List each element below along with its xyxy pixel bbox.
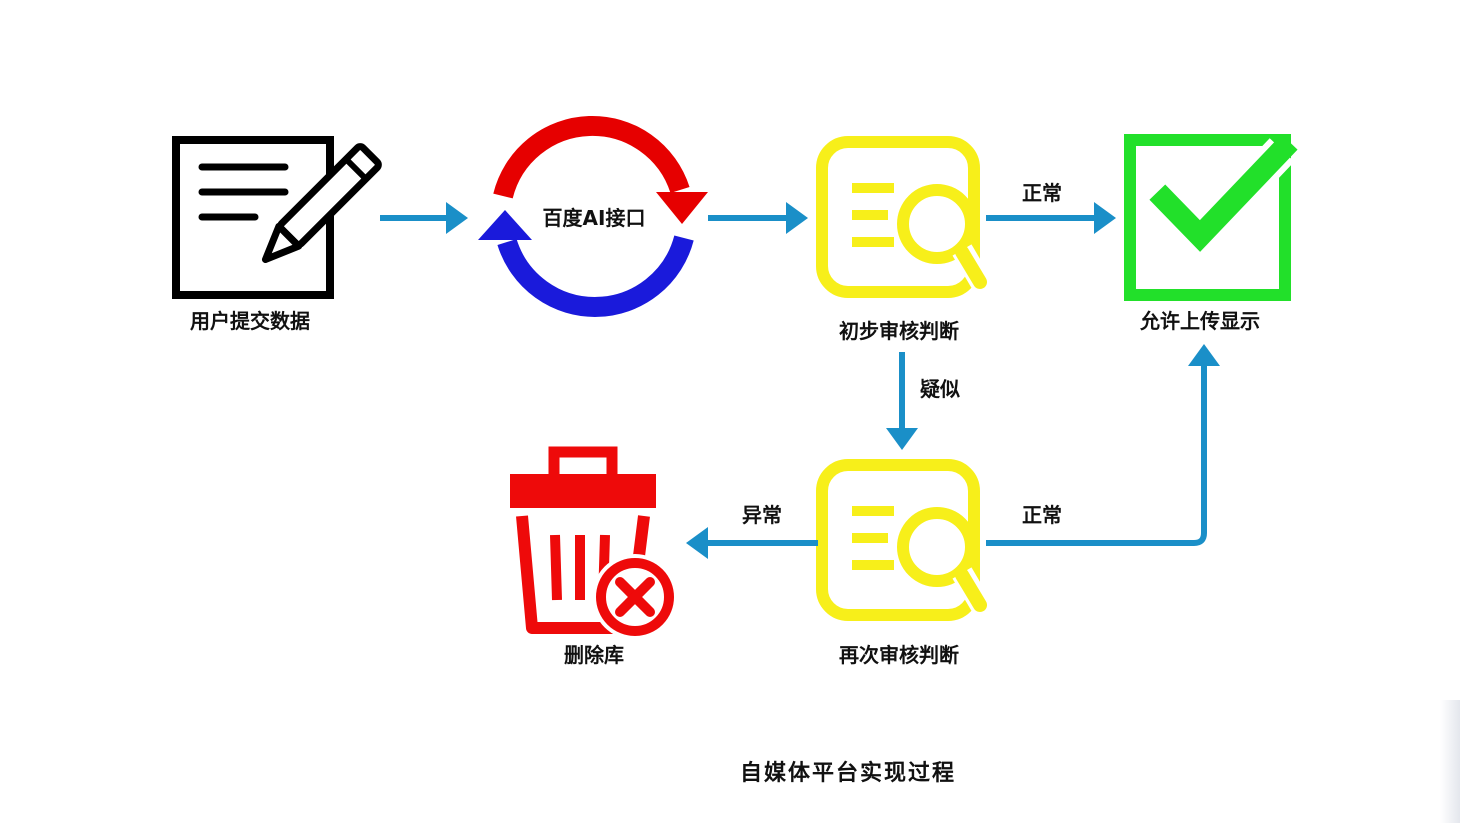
arrowhead-icon [1188, 344, 1220, 366]
edge-second-to-delete: 异常 [686, 503, 818, 559]
arrowhead-icon [886, 428, 918, 450]
node-second-review-label: 再次审核判断 [839, 643, 959, 667]
node-second-review: 再次审核判断 [816, 459, 992, 667]
node-submit-label: 用户提交数据 [190, 309, 310, 333]
edge-second-to-delete-label: 异常 [742, 503, 782, 527]
node-submit: 用户提交数据 [172, 136, 382, 333]
edge-initial-to-allow: 正常 [986, 181, 1116, 234]
edit-document-icon [172, 136, 382, 299]
arrowhead-icon [686, 527, 708, 559]
edge-api-to-initial [708, 202, 808, 234]
diagram-caption: 自媒体平台实现过程 [740, 760, 956, 786]
node-delete: 删除库 [510, 446, 678, 667]
edge-initial-to-second-label: 疑似 [920, 377, 960, 401]
node-allow-label: 允许上传显示 [1139, 309, 1260, 333]
node-initial-review: 初步审核判断 [816, 136, 992, 343]
node-api-label: 百度AI接口 [543, 206, 646, 230]
document-search-icon [816, 136, 992, 298]
checkbox-check-icon [1124, 134, 1298, 301]
arrowhead-icon [786, 202, 808, 234]
corner-shade [1440, 700, 1460, 823]
node-allow: 允许上传显示 [1124, 134, 1298, 333]
node-initial-review-label: 初步审核判断 [839, 319, 959, 343]
arrowhead-icon [446, 202, 468, 234]
edge-second-to-allow-label: 正常 [1022, 503, 1062, 527]
trash-delete-icon [510, 446, 678, 640]
node-delete-label: 删除库 [564, 643, 624, 667]
node-api: 百度AI接口 [478, 115, 708, 317]
edge-initial-to-allow-label: 正常 [1022, 181, 1062, 205]
refresh-cycle-icon [478, 115, 708, 317]
document-search-icon [816, 459, 992, 621]
edge-initial-to-second: 疑似 [886, 352, 960, 450]
edge-second-to-allow: 正常 [986, 344, 1220, 546]
edge-submit-to-api [380, 202, 468, 234]
arrowhead-icon [1094, 202, 1116, 234]
